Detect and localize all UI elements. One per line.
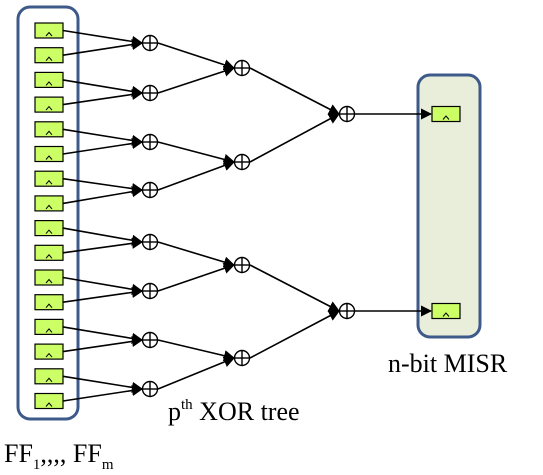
xor-gate-l1-3 [141,133,159,151]
flip-flop-3 [34,71,64,89]
wire-ff-2-to-xor-l1-1 [62,39,144,56]
xor-tree-label-superscript: th [181,397,193,413]
xor-gate-l1-8 [141,380,159,398]
flip-flop-7 [34,170,64,187]
wire-xor-l1-3-to-xor-l2-2 [157,141,236,165]
wire-ff-3-to-xor-l1-2 [62,79,144,97]
wire-ff-6-to-xor-l1-3 [62,137,144,155]
flip-flop-8 [34,195,64,212]
misr-container [416,73,482,339]
xor-tree-label-suffix: XOR tree [193,397,300,426]
wire-xor-l2-4-to-xor-l3-2 [249,310,340,359]
ff-range-label-part1: FF [4,439,33,468]
misr-flip-flops [431,105,461,320]
flip-flop-9 [34,220,64,237]
xor-gate-l1-4 [141,181,159,199]
flip-flop-11 [34,269,64,286]
xor-gate-l2-4 [233,349,251,367]
flip-flop-1 [34,22,64,39]
xor-gate-l1-7 [141,331,159,349]
misr-flip-flop-2 [431,302,461,320]
wire-ff-12-to-xor-l1-6 [62,286,144,303]
wire-xor-l2-1-to-xor-l3-1 [249,67,340,115]
wire-ff-8-to-xor-l1-4 [62,186,144,205]
wire-ff-14-to-xor-l1-7 [62,335,144,353]
wire-ff-9-to-xor-l1-5 [62,227,144,246]
wire-xor-l1-2-to-xor-l2-1 [157,65,236,94]
xor-gate-l1-6 [141,282,159,300]
xor-gate-l2-2 [233,153,251,171]
misr-flip-flop-1 [431,105,461,123]
wire-ff-11-to-xor-l1-6 [62,276,144,295]
wire-xor-l2-3-to-xor-l3-2 [249,264,340,312]
flip-flop-2 [34,47,64,64]
xor-tree-wires [62,29,433,402]
flip-flop-10 [34,244,64,261]
wire-ff-5-to-xor-l1-3 [62,128,144,146]
flip-flop-13 [34,318,64,335]
xor-tree-label: pth XOR tree [168,397,300,426]
ff-range-label-mid: ,,,, FF [40,439,101,468]
ff-range-label: FF1,,,, FFm [4,439,114,473]
xor-gate-l1-2 [141,84,159,102]
xor-gate-l3-2 [338,302,356,320]
wire-xor-l1-6-to-xor-l2-3 [157,262,236,292]
xor-tree-nodes [141,34,356,398]
wire-ff-1-to-xor-l1-1 [62,29,144,47]
wire-ff-4-to-xor-l1-2 [62,88,144,106]
ff-range-label-sub1: 1 [33,457,41,473]
wire-xor-l1-5-to-xor-l2-3 [157,241,236,268]
wire-xor-l1-1-to-xor-l2-1 [157,42,236,71]
xor-gate-l2-1 [233,59,251,77]
xor-gate-l3-1 [338,105,356,123]
flip-flop-5 [34,121,64,138]
xor-gate-l1-5 [141,233,159,251]
misr-label: n-bit MISR [388,349,508,378]
wire-ff-16-to-xor-l1-8 [62,384,144,402]
flip-flop-14 [34,343,64,360]
wire-ff-15-to-xor-l1-8 [62,375,144,393]
flip-flop-12 [34,294,64,311]
wire-xor-l1-8-to-xor-l2-4 [157,356,236,390]
ff-range-label-sub2: m [102,457,114,473]
flip-flop-4 [34,96,64,113]
flip-flop-6 [34,145,64,163]
wire-ff-7-to-xor-l1-4 [62,177,144,195]
wire-ff-10-to-xor-l1-5 [62,237,144,254]
wire-xor-l1-7-to-xor-l2-4 [157,339,236,362]
wire-xor-l1-4-to-xor-l2-2 [157,160,236,191]
flip-flop-16 [34,392,64,410]
wire-ff-13-to-xor-l1-7 [62,326,144,344]
wire-xor-l2-2-to-xor-l3-1 [249,113,340,163]
xor-tree-label-prefix: p [168,397,181,426]
xor-gate-l2-3 [233,256,251,274]
flip-flop-15 [34,368,64,385]
xor-gate-l1-1 [141,34,159,52]
